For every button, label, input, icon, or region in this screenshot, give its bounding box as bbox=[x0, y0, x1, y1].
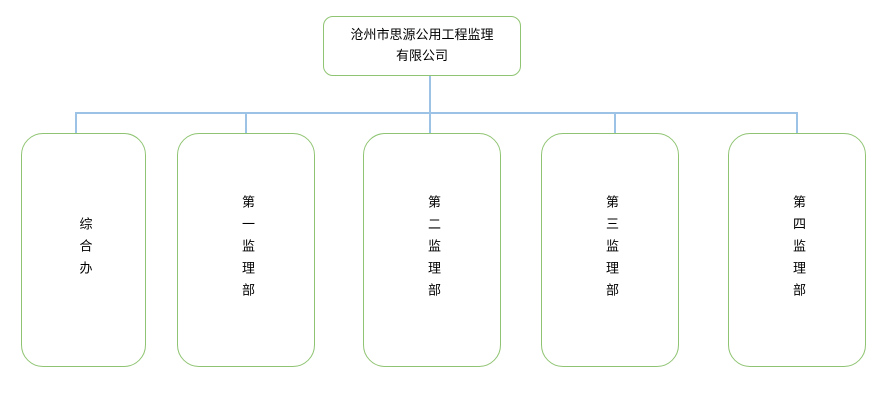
connector-bus bbox=[75, 112, 798, 114]
dept-box-supervision-1: 第一监理部 bbox=[177, 133, 315, 367]
root-company-title-line1: 沧州市思源公用工程监理 bbox=[350, 28, 494, 43]
dept-label: 第一监理部 bbox=[239, 195, 254, 305]
root-company-title-line2: 有限公司 bbox=[395, 49, 448, 64]
dept-box-supervision-3: 第三监理部 bbox=[541, 133, 679, 367]
connector-drop-2 bbox=[245, 112, 247, 133]
dept-label: 综合办 bbox=[76, 217, 92, 283]
dept-box-supervision-4: 第四监理部 bbox=[728, 133, 866, 367]
connector-drop-1 bbox=[75, 112, 77, 133]
dept-box-general-office: 综合办 bbox=[21, 133, 146, 367]
connector-drop-5 bbox=[796, 112, 798, 133]
dept-label: 第二监理部 bbox=[425, 195, 440, 305]
dept-label: 第四监理部 bbox=[790, 195, 805, 305]
root-company-box: 沧州市思源公用工程监理 有限公司 bbox=[323, 16, 521, 76]
dept-box-supervision-2: 第二监理部 bbox=[363, 133, 501, 367]
connector-drop-4 bbox=[614, 112, 616, 133]
dept-label: 第三监理部 bbox=[603, 195, 618, 305]
connector-stem bbox=[429, 76, 431, 133]
